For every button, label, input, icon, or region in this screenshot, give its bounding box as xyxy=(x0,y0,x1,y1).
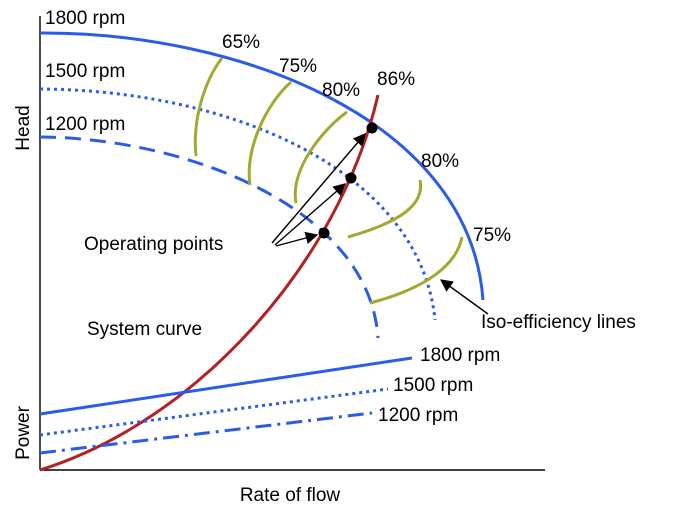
operating-point-1800 xyxy=(366,122,378,134)
power-curve-1500 xyxy=(39,387,389,437)
system-curve-label: System curve xyxy=(87,319,202,340)
arrow-to-iso-lines xyxy=(439,279,489,315)
power-label-1200: 1200 rpm xyxy=(378,405,458,426)
arrow-to-point-1200 xyxy=(275,231,319,247)
arrow-to-point-1500 xyxy=(274,183,346,246)
power-label-1800: 1800 rpm xyxy=(420,345,500,366)
operating-point-1200 xyxy=(318,227,330,239)
x-axis-label: Rate of flow xyxy=(240,485,341,506)
power-label-1500: 1500 rpm xyxy=(393,375,473,396)
head-label-1200: 1200 rpm xyxy=(45,114,125,135)
efficiency-label-65: 65% xyxy=(222,32,260,53)
y-axis-label-head: Head xyxy=(13,105,34,150)
iso-efficiency-line-80-right xyxy=(347,179,423,239)
efficiency-label-75-right: 75% xyxy=(473,225,511,246)
system-curve xyxy=(39,94,380,472)
efficiency-label-80-top: 80% xyxy=(322,80,360,101)
iso-efficiency-line-75-right xyxy=(369,236,464,305)
iso-efficiency-line-80-left xyxy=(293,110,348,204)
iso-efficiency-line-75-left xyxy=(247,80,292,186)
y-axis-label-power: Power xyxy=(13,405,34,460)
head-curve-1200 xyxy=(39,135,380,339)
head-curve-1800 xyxy=(39,31,485,301)
arrow-to-point-1800 xyxy=(271,133,366,244)
efficiency-label-75-top: 75% xyxy=(279,56,317,77)
power-curve-1200 xyxy=(39,411,373,455)
operating-points-label: Operating points xyxy=(84,234,223,255)
efficiency-label-86: 86% xyxy=(377,69,415,90)
head-label-1800: 1800 rpm xyxy=(45,8,125,29)
head-label-1500: 1500 rpm xyxy=(45,61,125,82)
operating-point-1500 xyxy=(345,172,357,184)
iso-efficiency-line-65 xyxy=(193,57,224,157)
efficiency-label-80-right: 80% xyxy=(421,151,459,172)
iso-efficiency-label: Iso-efficiency lines xyxy=(481,312,636,333)
head-curve-1500 xyxy=(39,87,437,321)
power-curve-1800 xyxy=(39,356,413,416)
